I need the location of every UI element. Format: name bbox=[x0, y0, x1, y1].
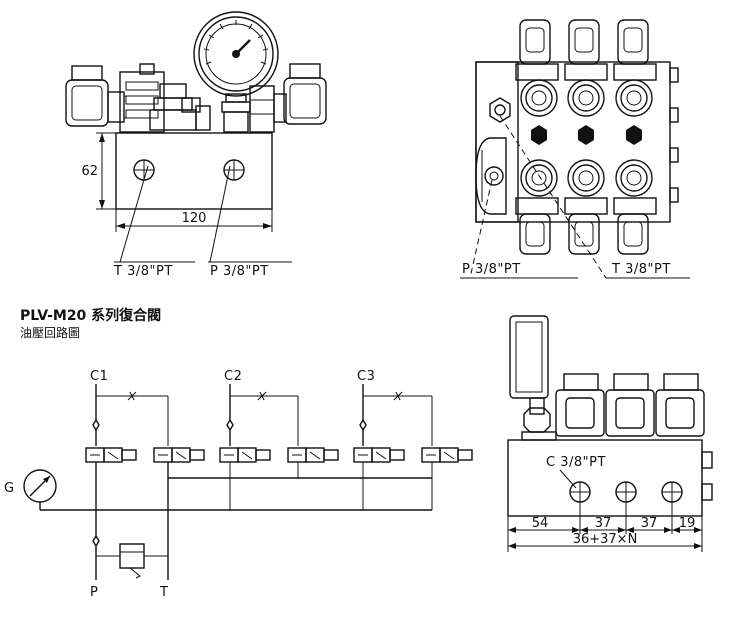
side-solenoid-2 bbox=[605, 373, 655, 437]
valve-column-1 bbox=[515, 19, 559, 255]
valve-symbol-3 bbox=[219, 447, 271, 463]
port-p-label: P 3/8"PT bbox=[210, 264, 269, 279]
dim-37-b: 37 bbox=[641, 516, 658, 531]
gauge-side-profile bbox=[475, 137, 507, 215]
dim-chain bbox=[507, 502, 703, 552]
side-solenoid-3 bbox=[655, 373, 705, 437]
valve-symbol-2 bbox=[153, 447, 205, 463]
port-t-label-top: T 3/8"PT bbox=[611, 262, 671, 277]
left-solenoid bbox=[65, 65, 134, 127]
branch-c2 bbox=[226, 384, 299, 446]
relief-valve-symbol bbox=[96, 543, 168, 579]
branch-c3 bbox=[359, 384, 433, 446]
port-c-holes bbox=[569, 481, 683, 503]
label-c1: C1 bbox=[90, 369, 108, 384]
valve-symbol-5 bbox=[353, 447, 405, 463]
port-p-hole bbox=[223, 159, 245, 181]
port-p-label-top: P 3/8"PT bbox=[462, 262, 521, 277]
leader-p-top bbox=[469, 179, 493, 279]
relief-valve-stack bbox=[149, 83, 211, 131]
valve-symbol-1 bbox=[85, 447, 137, 463]
valve-symbol-6 bbox=[421, 447, 473, 463]
title-line-2: 油壓回路圖 bbox=[20, 325, 80, 340]
manifold-block bbox=[115, 132, 273, 210]
side-solenoid-1 bbox=[555, 373, 605, 437]
valve-column-3 bbox=[613, 19, 657, 255]
check-valve bbox=[92, 534, 100, 548]
relief-nut bbox=[489, 97, 511, 123]
dim-19: 19 bbox=[679, 516, 696, 531]
title-block: PLV-M20 系列復合閥 油壓回路圖 bbox=[20, 307, 161, 340]
port-c-label: C 3/8"PT bbox=[546, 455, 606, 470]
valve-column-2 bbox=[564, 19, 608, 255]
front-view: 62 120 T 3/8"PT P 3/8"PT bbox=[65, 11, 327, 279]
leader-p bbox=[209, 165, 231, 263]
dim-total: 36+37×N bbox=[573, 532, 638, 547]
width-dim-text: 120 bbox=[182, 211, 207, 226]
dim-37-a: 37 bbox=[595, 516, 612, 531]
label-c2: C2 bbox=[224, 369, 242, 384]
label-p: P bbox=[90, 585, 98, 600]
port-p-hole-top bbox=[484, 166, 504, 186]
gauge-symbol bbox=[23, 469, 96, 511]
height-dim-text: 62 bbox=[81, 164, 98, 179]
label-c3: C3 bbox=[357, 369, 375, 384]
right-solenoid bbox=[273, 63, 327, 125]
label-g: G bbox=[4, 481, 15, 496]
title-line-1: PLV-M20 系列復合閥 bbox=[20, 307, 161, 324]
left-valve-body bbox=[119, 63, 165, 133]
side-view-body bbox=[507, 439, 703, 517]
branch-c1 bbox=[92, 384, 169, 446]
top-view: P 3/8"PT T 3/8"PT bbox=[460, 19, 690, 279]
port-t-label: T 3/8"PT bbox=[113, 264, 173, 279]
hydraulic-circuit: C1 C2 C3 G P T bbox=[4, 369, 473, 600]
hex-bolts bbox=[531, 125, 642, 145]
leader-t-top bbox=[499, 115, 607, 279]
side-nubs bbox=[669, 67, 679, 203]
port-t-hole bbox=[133, 159, 155, 181]
label-t: T bbox=[159, 585, 168, 600]
dim-54: 54 bbox=[532, 516, 549, 531]
side-view: C 3/8"PT 54 37 37 19 36+37×N bbox=[507, 315, 713, 552]
valve-symbol-4 bbox=[287, 447, 339, 463]
leader-t bbox=[119, 165, 149, 263]
side-gauge bbox=[509, 315, 557, 441]
